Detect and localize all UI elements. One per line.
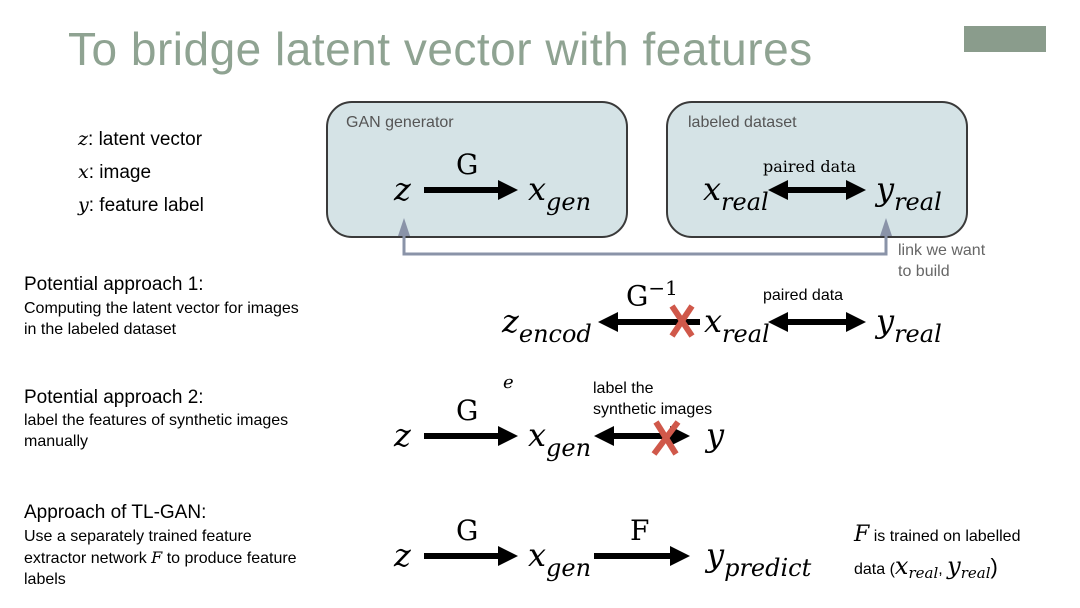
sym-z: z xyxy=(502,302,519,340)
desc-post: to produce feature xyxy=(162,550,297,567)
sym-x: x xyxy=(528,536,547,574)
op-sup: −1 xyxy=(648,276,678,300)
sym-x: x xyxy=(703,170,722,208)
op-g-2: G xyxy=(456,394,479,427)
dataset-box-label: labeled dataset xyxy=(688,114,797,131)
note-y-sub: real xyxy=(960,564,991,583)
sub-gen: gen xyxy=(546,188,592,216)
sub-real: real xyxy=(721,188,769,216)
stray-e: e xyxy=(503,372,514,393)
sym-y-real: yreal xyxy=(876,170,942,216)
sym-y: y xyxy=(876,302,895,340)
sym-x-gen-3: xgen xyxy=(528,536,591,582)
labeled-dataset-box xyxy=(666,101,968,238)
legend-symbol: y xyxy=(78,194,89,216)
sym-z: z xyxy=(394,170,411,208)
note-text1: is trained on labelled xyxy=(869,528,1021,545)
label-synthetic-caption: label the synthetic images xyxy=(593,378,712,420)
sym-z-encod: zencod xyxy=(502,302,592,348)
sym-x-real: xreal xyxy=(703,170,769,216)
tlgan-note-line1: F is trained on labelled xyxy=(854,522,1020,547)
approach1-desc-line2: in the labeled dataset xyxy=(24,321,177,338)
legend-text: : feature label xyxy=(88,195,204,216)
sub-real: real xyxy=(894,320,942,348)
sym-y-real-2: yreal xyxy=(876,302,942,348)
tlgan-note-line2: data (xreal, yreal) xyxy=(854,552,998,582)
link-line xyxy=(398,218,892,256)
sym-x: x xyxy=(704,302,723,340)
arrow-paired-data xyxy=(768,180,866,200)
arrow-z-to-xgen-3 xyxy=(424,546,518,566)
legend-feature: y: feature label xyxy=(78,194,204,217)
gan-box-label: GAN generator xyxy=(346,114,454,131)
sym-y: y xyxy=(876,170,895,208)
sym-x: x xyxy=(528,416,547,454)
accent-bar xyxy=(964,26,1046,52)
paired-data-label-2: paired data xyxy=(763,287,844,304)
approach2-heading: Potential approach 2: xyxy=(24,387,204,408)
sym-y-2: y xyxy=(706,416,725,454)
op-g: G xyxy=(456,148,479,181)
arrow-z-to-xgen xyxy=(424,180,518,200)
sym-x-gen: xgen xyxy=(528,170,591,216)
note-pre: data ( xyxy=(854,561,895,578)
tlgan-heading: Approach of TL-GAN: xyxy=(24,502,207,523)
slide-title: To bridge latent vector with features xyxy=(68,23,813,75)
op-f: F xyxy=(630,514,650,547)
arrow-z-to-xgen-2 xyxy=(424,426,518,446)
approach1-desc-line1: Computing the latent vector for images xyxy=(24,300,299,317)
sub-gen: gen xyxy=(546,554,592,582)
sym-x-real-2: xreal xyxy=(704,302,770,348)
caption-line1: label the xyxy=(593,380,654,397)
note-y: y xyxy=(947,552,961,580)
legend-symbol: x xyxy=(78,161,89,183)
link-caption-line1: link we want xyxy=(898,242,986,259)
sym-y: y xyxy=(706,536,725,574)
sub-predict: predict xyxy=(724,554,812,582)
paired-data-label: paired data xyxy=(763,157,857,176)
sym-x: x xyxy=(528,170,547,208)
approach2-desc-line1: label the features of synthetic images xyxy=(24,412,289,429)
gan-generator-box xyxy=(326,101,628,238)
sub-encod: encod xyxy=(518,320,592,348)
desc-pre: extractor network xyxy=(24,550,152,567)
cross-mark-1 xyxy=(669,304,695,338)
sym-z-2: z xyxy=(394,416,411,454)
legend-symbol: z xyxy=(78,128,89,150)
tlgan-desc-line2: extractor network F to produce feature xyxy=(24,547,364,569)
sym-z-3: z xyxy=(394,536,411,574)
arrow-f xyxy=(594,546,690,566)
approach2-description: label the features of synthetic images m… xyxy=(24,410,364,452)
cross-mark-2 xyxy=(651,420,681,456)
legend-text: : latent vector xyxy=(88,129,203,150)
link-caption-line2: to build xyxy=(898,263,950,280)
sym-x-gen-2: xgen xyxy=(528,416,591,462)
legend-latent: z: latent vector xyxy=(78,128,202,151)
desc-symbol-f: F xyxy=(151,548,163,567)
op-g-inverse: G−1 xyxy=(626,276,678,312)
note-comma: , xyxy=(938,561,948,578)
approach2-desc-line2: manually xyxy=(24,433,89,450)
caption-line2: synthetic images xyxy=(593,401,713,418)
sub-real: real xyxy=(894,188,942,216)
tlgan-description: Use a separately trained feature extract… xyxy=(24,526,364,590)
legend-image: x: image xyxy=(78,161,151,184)
note-x-sub: real xyxy=(908,564,939,583)
legend-text: : image xyxy=(88,162,152,183)
link-caption: link we want to build xyxy=(898,240,985,282)
tlgan-desc-line1: Use a separately trained feature xyxy=(24,528,252,545)
arrow-paired-data-2 xyxy=(768,312,866,332)
note-symbol-f: F xyxy=(854,522,870,547)
note-x: x xyxy=(894,552,909,580)
approach1-description: Computing the latent vector for images i… xyxy=(24,298,354,340)
note-close: ) xyxy=(990,554,998,579)
approach1-heading: Potential approach 1: xyxy=(24,274,204,295)
sub-gen: gen xyxy=(546,434,592,462)
tlgan-desc-line3: labels xyxy=(24,571,66,588)
op-g: G xyxy=(626,279,649,313)
sub-real: real xyxy=(722,320,770,348)
sym-y-predict: ypredict xyxy=(706,536,811,582)
op-g-3: G xyxy=(456,514,479,547)
